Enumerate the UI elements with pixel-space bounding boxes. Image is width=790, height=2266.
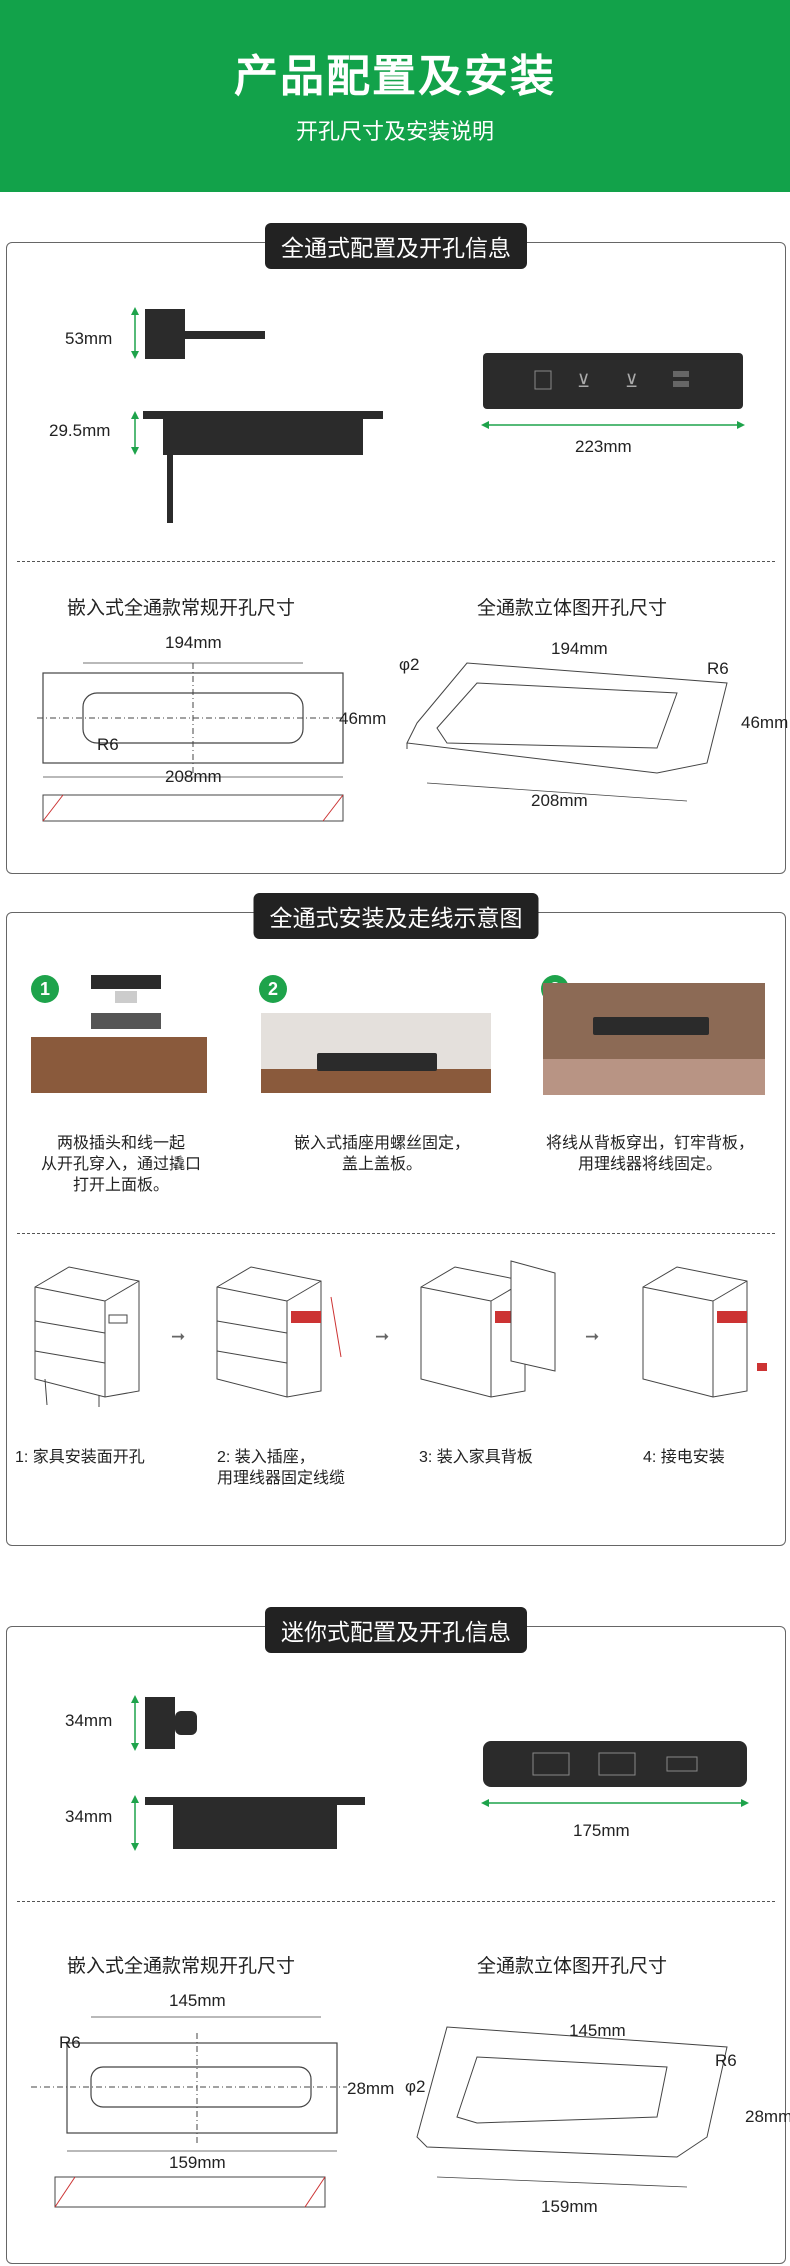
mini-front-view [481, 1741, 749, 1807]
page-title: 产品配置及安装 [234, 52, 556, 101]
furniture-step-1-text: 1: 家具安装面开孔 [15, 1449, 145, 1466]
left-radius: R6 [97, 735, 119, 754]
furniture-step-1 [34, 1266, 140, 1407]
dim-length: 175mm [573, 1821, 630, 1840]
arrow-icon: ➞ [375, 1327, 390, 1346]
page-subtitle: 开孔尺寸及安装说明 [295, 119, 494, 144]
section-install-wiring: 全通式安装及走线示意图 1 两极插头和线一起 从开孔穿入，通过撬口 打开上面板。… [6, 893, 786, 1546]
mini-cutout-3d-drawing [416, 2026, 728, 2188]
cutout-flat-drawing [37, 662, 347, 822]
furniture-step-3 [420, 1260, 556, 1398]
right-title: 全通款立体图开孔尺寸 [477, 598, 668, 619]
step1-socket [91, 975, 161, 1029]
dim-height-2: 29.5mm [49, 421, 111, 440]
step2-text: 嵌入式插座用螺丝固定， 盖上盖板。 [293, 1135, 470, 1173]
left-bottom-width: 208mm [165, 767, 222, 786]
right-title: 全通款立体图开孔尺寸 [477, 1956, 668, 1977]
right-top-width: 194mm [551, 639, 608, 658]
right-radius: R6 [707, 659, 729, 678]
furniture-step-3-text: 3: 装入家具背板 [419, 1449, 533, 1466]
left-height: 46mm [339, 709, 387, 728]
mini-cutout-flat-drawing [31, 2016, 347, 2208]
page-header: 产品配置及安装 开孔尺寸及安装说明 [0, 0, 790, 192]
furniture-step-4-text: 4: 接电安装 [643, 1449, 725, 1466]
step-number: 2 [259, 975, 287, 1003]
step3-socket [593, 1017, 709, 1035]
furniture-step-2 [216, 1266, 342, 1398]
left-radius: R6 [59, 2033, 81, 2052]
step2-socket [317, 1053, 437, 1071]
dim-height-1: 34mm [65, 1711, 113, 1730]
left-bottom-width: 159mm [169, 2153, 226, 2172]
step3-text: 将线从背板穿出，钉牢背板， 用理线器将线固定。 [545, 1135, 754, 1173]
right-dia: φ2 [399, 655, 420, 674]
right-radius: R6 [715, 2051, 737, 2070]
section-tag: 全通式安装及走线示意图 [253, 893, 539, 939]
svg-text:⊻: ⊻ [577, 371, 590, 391]
dash-divider [17, 1233, 775, 1234]
dim-height-1: 53mm [65, 329, 113, 348]
left-top-width: 145mm [169, 1991, 226, 2010]
furniture-step-4 [642, 1266, 767, 1398]
cutout-3d-drawing [406, 662, 728, 802]
right-bottom-width: 208mm [531, 791, 588, 810]
section-tag: 迷你式配置及开孔信息 [265, 1607, 527, 1653]
step1-text: 两极插头和线一起 从开孔穿入，通过撬口 打开上面板。 [40, 1135, 201, 1194]
right-height: 46mm [741, 713, 789, 732]
dim-length: 223mm [575, 437, 632, 456]
svg-text:⊻: ⊻ [625, 371, 638, 391]
left-title: 嵌入式全通款常规开孔尺寸 [67, 1956, 296, 1977]
right-top-width: 145mm [569, 2021, 626, 2040]
arrow-icon: ➞ [171, 1327, 186, 1346]
mini-side-view [131, 1695, 365, 1851]
right-dia: φ2 [405, 2077, 426, 2096]
left-top-width: 194mm [165, 633, 222, 652]
left-title: 嵌入式全通款常规开孔尺寸 [67, 598, 296, 619]
socket-side-view [131, 307, 383, 523]
arrow-icon: ➞ [585, 1327, 600, 1346]
dash-divider [17, 1901, 775, 1902]
socket-front-view: ⊻ ⊻ [481, 353, 745, 429]
dash-divider [17, 561, 775, 562]
section-tag: 全通式配置及开孔信息 [265, 223, 527, 269]
step3-photo [543, 983, 765, 1095]
step1-photo [31, 1037, 207, 1093]
section-fullthrough-config: 全通式配置及开孔信息 53mm 29.5mm ⊻ ⊻ 223mm 嵌入式全通款常… [6, 223, 789, 874]
left-height: 28mm [347, 2079, 395, 2098]
step-number: 1 [31, 975, 59, 1003]
dim-height-2: 34mm [65, 1807, 113, 1826]
section-mini-config: 迷你式配置及开孔信息 34mm 34mm 175mm 嵌入式全通款常规开孔尺寸 … [6, 1607, 790, 2264]
right-height: 28mm [745, 2107, 790, 2126]
right-bottom-width: 159mm [541, 2197, 598, 2216]
furniture-step-2-text: 2: 装入插座， 用理线器固定线缆 [217, 1449, 346, 1487]
